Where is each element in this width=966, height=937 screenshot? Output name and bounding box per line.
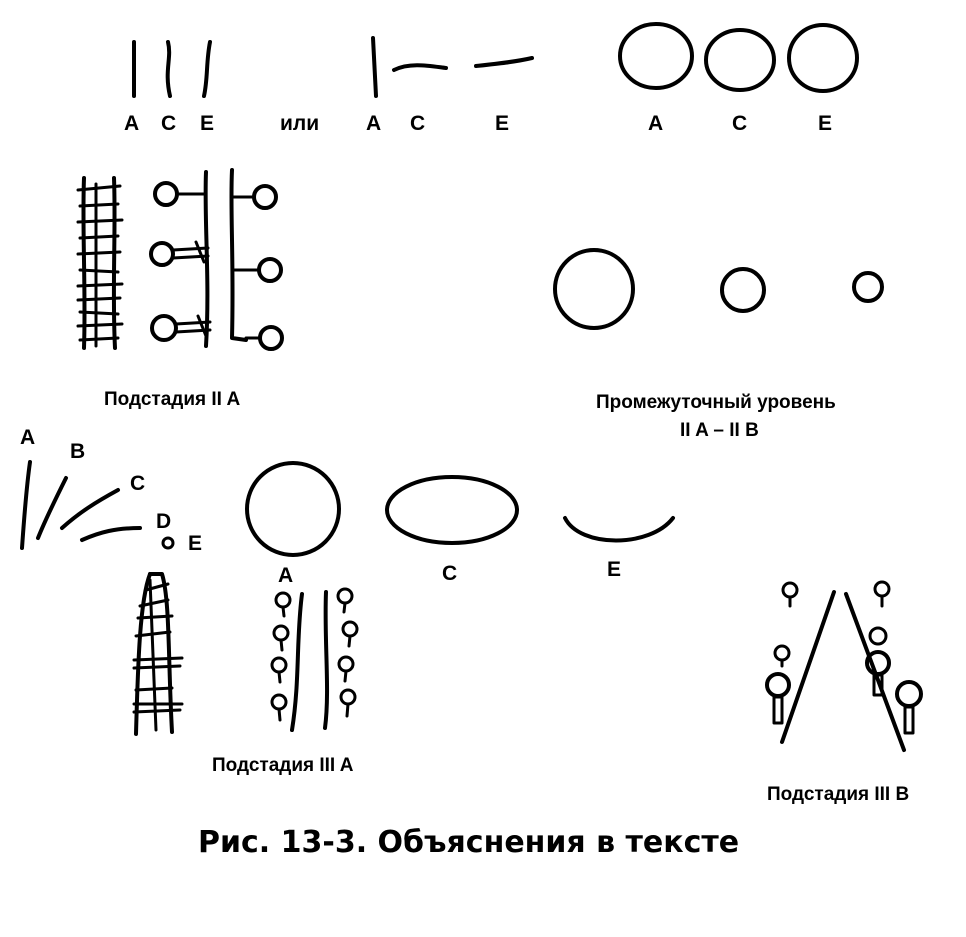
label-c: C	[161, 112, 176, 135]
label-e: E	[200, 112, 214, 135]
diverging-axes	[765, 580, 923, 752]
label-c: C	[410, 112, 425, 135]
caption-intermediate-level: Промежуточный уровень	[596, 392, 836, 413]
label-e: E	[818, 112, 832, 135]
figure-caption: Рис. 13-3. Объяснения в тексте	[198, 825, 739, 860]
caption-substage-2a: Подстадия II A	[104, 389, 240, 410]
strands-mixed	[371, 36, 534, 98]
fan-label-c: C	[130, 472, 145, 495]
tapered-column	[132, 572, 184, 736]
label-e: E	[495, 112, 509, 135]
shapes-row	[245, 461, 675, 557]
shape-label-e: E	[607, 558, 621, 581]
caption-substage-3a: Подстадия III A	[212, 755, 354, 776]
loops-substage-3a	[270, 587, 359, 732]
label-c: C	[732, 112, 747, 135]
shape-label-a: A	[278, 564, 293, 587]
ladder-structure	[76, 176, 124, 350]
label-a: A	[648, 112, 663, 135]
circles-intermediate	[553, 248, 884, 330]
fan-label-b: B	[70, 440, 85, 463]
circles-top	[618, 22, 859, 93]
fan-axes	[20, 460, 175, 550]
fan-label-a: A	[20, 426, 35, 449]
fan-label-e: E	[188, 532, 202, 555]
fan-label-d: D	[156, 510, 171, 533]
label-a: A	[124, 112, 139, 135]
loops-right-axis	[229, 168, 284, 351]
or-word: или	[280, 112, 319, 135]
caption-substage-3b: Подстадия III B	[767, 784, 909, 805]
shape-label-c: C	[442, 562, 457, 585]
loops-left-axis	[149, 170, 212, 348]
label-a: A	[366, 112, 381, 135]
strands-vertical	[132, 40, 212, 98]
caption-intermediate-range: II A – II B	[680, 420, 759, 441]
